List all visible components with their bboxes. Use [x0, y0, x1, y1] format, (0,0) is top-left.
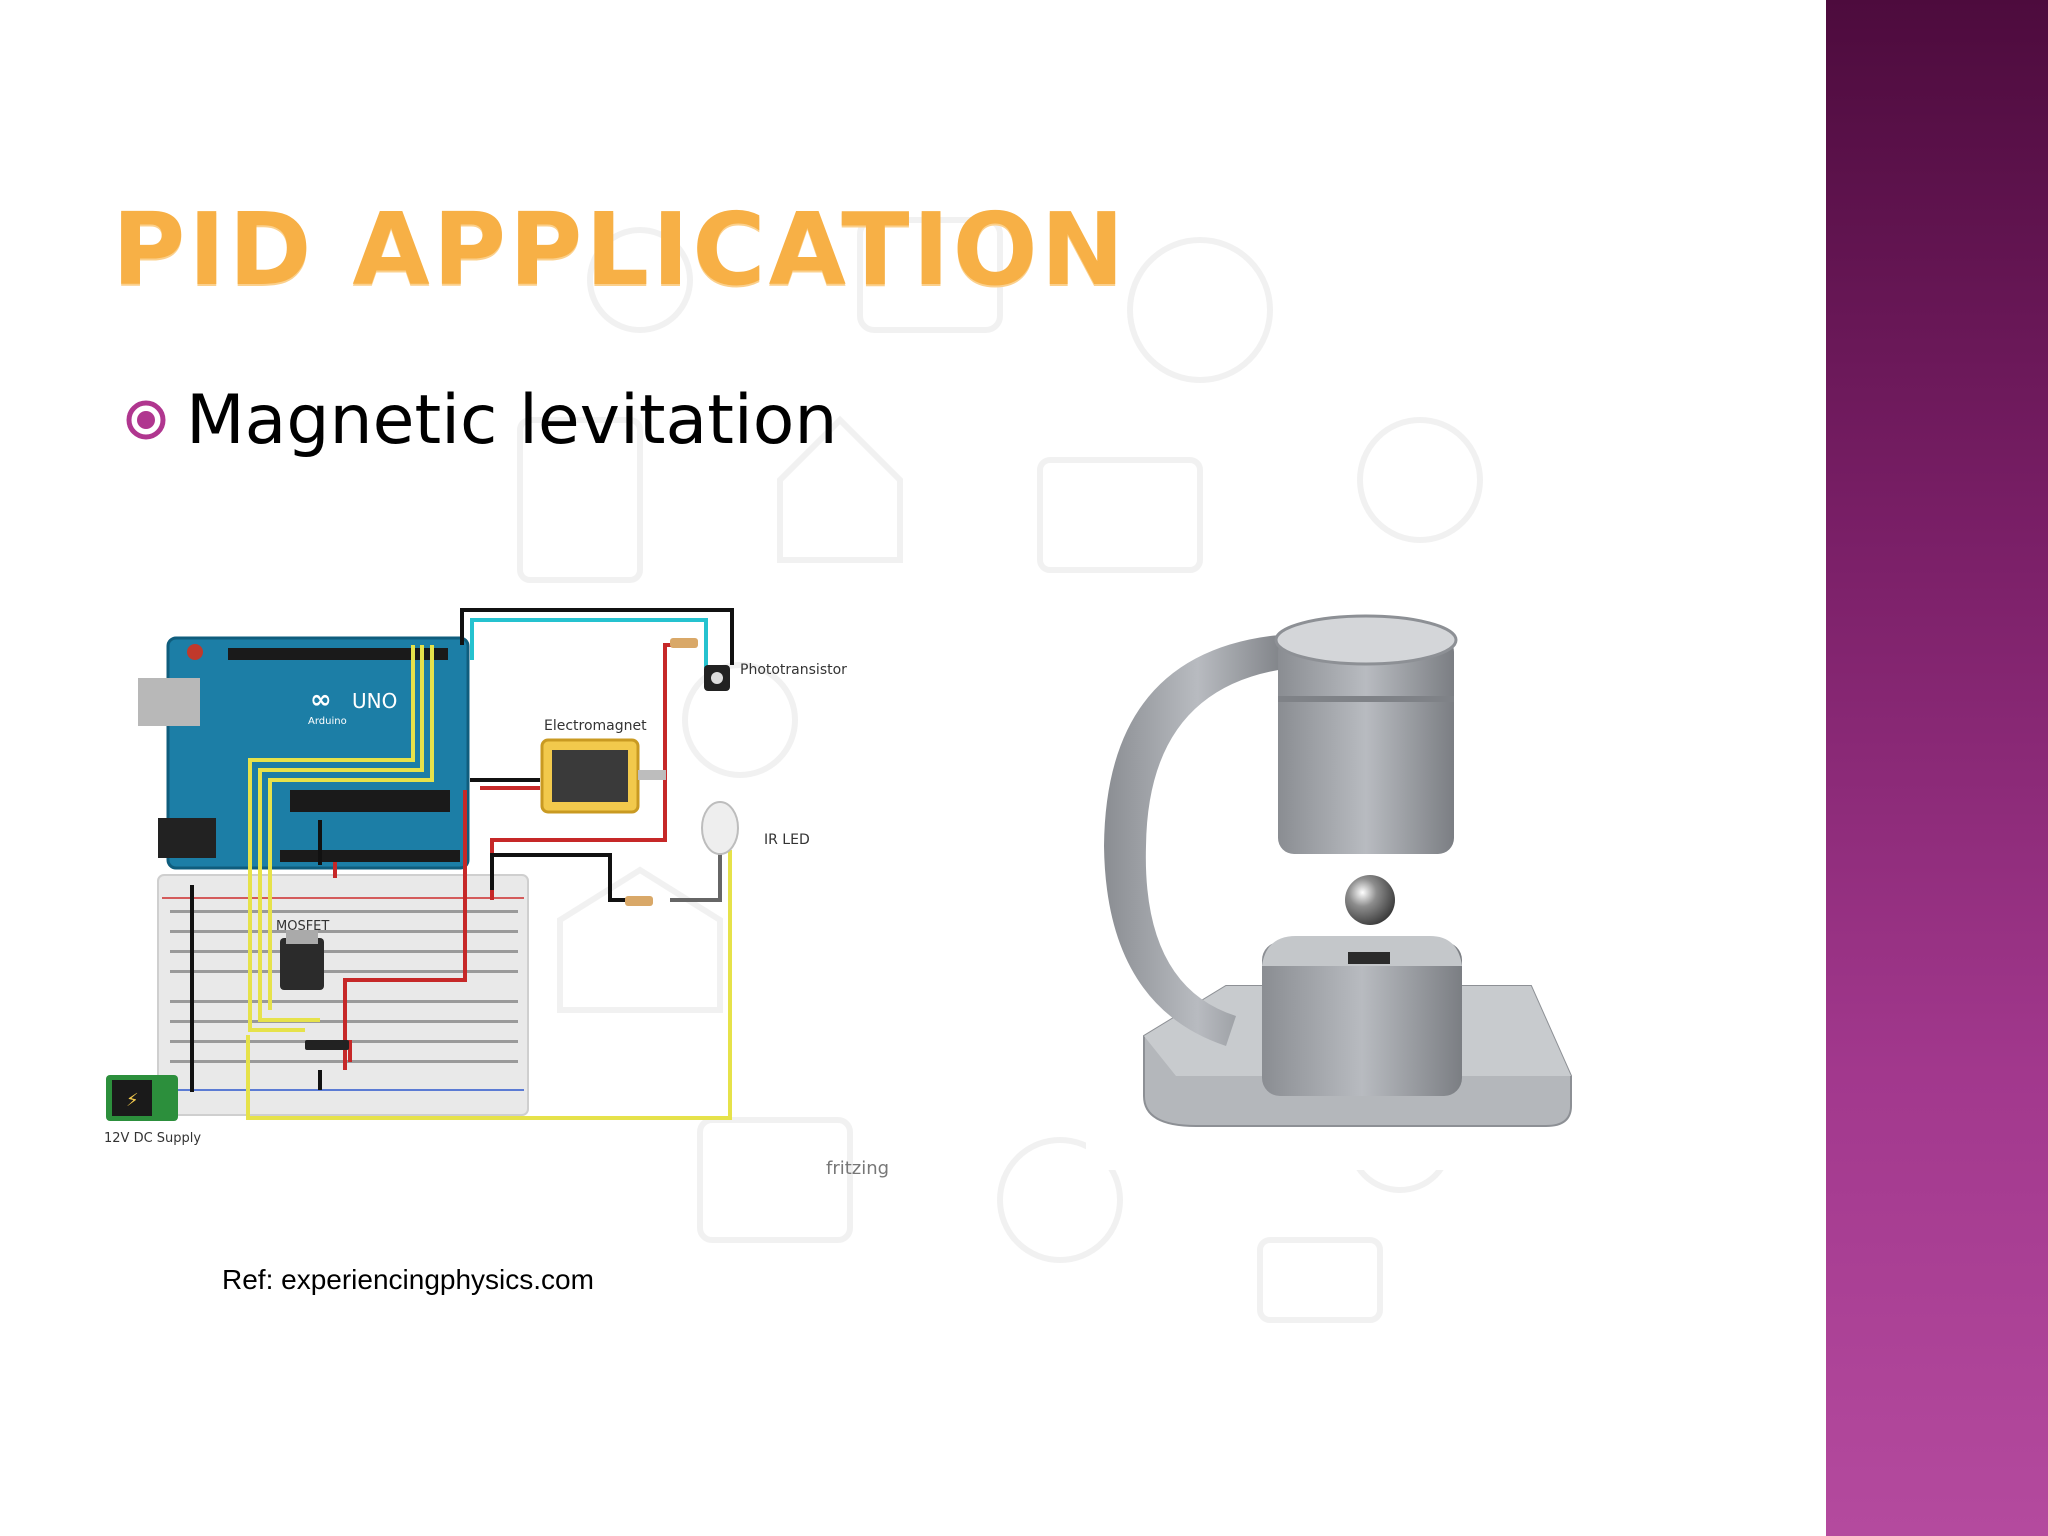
bullet-text: Magnetic levitation	[186, 380, 838, 460]
ir-led-label: IR LED	[764, 832, 810, 848]
decorative-sidebar	[1826, 0, 2048, 1536]
phototransistor-label: Phototransistor	[740, 662, 847, 678]
board-brand-label: UNO	[352, 689, 397, 713]
resistor	[670, 638, 698, 648]
electromagnet-housing	[1278, 636, 1454, 854]
svg-text:⚡: ⚡	[126, 1090, 139, 1111]
fritzing-label: fritzing	[826, 1158, 889, 1179]
resistor	[625, 896, 653, 906]
levitating-ball	[1345, 875, 1395, 925]
reference-text: Ref: experiencingphysics.com	[222, 1264, 594, 1295]
mosfet	[280, 938, 324, 990]
svg-text:∞: ∞	[310, 685, 332, 715]
mosfet-label: MOSFET	[276, 919, 329, 934]
bullet-item: Magnetic levitation	[124, 380, 837, 460]
slide-title: PID APPLICATION	[112, 191, 1128, 308]
supply-label: 12V DC Supply	[104, 1131, 201, 1146]
ir-led	[701, 801, 739, 855]
levitation-device-image	[1086, 606, 1610, 1170]
circuit-diagram: ∞ UNO Arduino Phototrans	[104, 608, 889, 1179]
electromagnet-label: Electromagnet	[544, 718, 647, 734]
diode	[305, 1040, 349, 1050]
board-maker-label: Arduino	[308, 716, 347, 727]
c-arm	[1104, 634, 1291, 1046]
sensor-block	[1262, 942, 1462, 1096]
target-bullet-icon	[126, 400, 166, 440]
